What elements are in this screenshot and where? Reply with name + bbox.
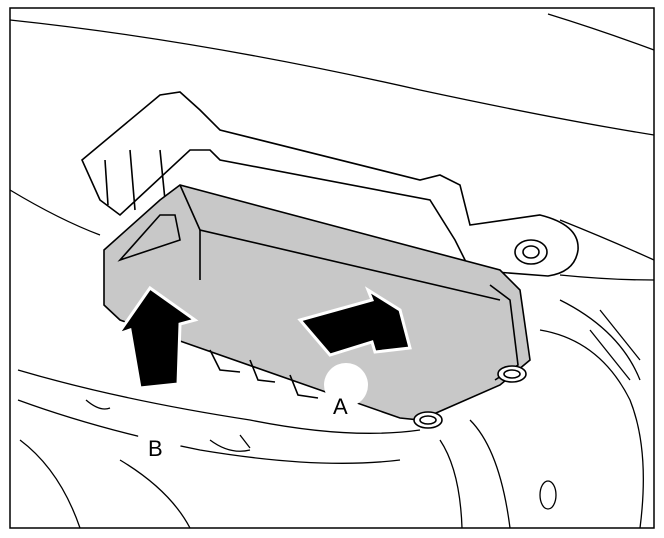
right-panel-edge-2 (559, 274, 655, 281)
bracket-mounting-hole-inner (522, 245, 540, 259)
lower-panel-edge-2 (17, 399, 401, 464)
lower-left-curve-2 (119, 459, 191, 529)
callout-b-label: B (148, 436, 163, 461)
left-panel-edge (9, 189, 101, 236)
upper-right-edge (547, 13, 655, 51)
module-screw-right-inner (503, 369, 521, 379)
module-end-cap (117, 214, 181, 262)
control-module (103, 184, 531, 429)
bracket-tab-right (159, 149, 166, 201)
mounting-bracket (81, 91, 579, 277)
right-rib (599, 309, 641, 361)
background-structure (9, 13, 655, 529)
module-clip-2 (249, 359, 276, 383)
arrow-b-shape (114, 285, 199, 390)
lower-right-curve (469, 419, 511, 529)
module-clip-1 (209, 349, 241, 373)
callout-b-backdrop (138, 416, 182, 460)
lower-right-curve-3 (439, 439, 463, 529)
lower-right-hole (539, 480, 557, 510)
upper-panel-edge (9, 19, 655, 136)
right-housing-curve-2 (559, 299, 641, 381)
right-rib-2 (589, 329, 631, 381)
bracket-tab-left (104, 159, 109, 206)
callout-a-backdrop (324, 363, 368, 407)
module-screw-left-inner (419, 415, 437, 425)
lower-clip-1 (85, 399, 111, 410)
right-housing-curve (539, 329, 644, 529)
lower-clip-3 (239, 434, 251, 449)
callout-a-label: A (333, 394, 348, 419)
bracket-tab-mid (129, 149, 136, 211)
arrow-right-icon (297, 286, 412, 357)
lower-clip-2 (209, 439, 251, 452)
arrow-a-shape (297, 286, 412, 357)
right-panel-edge (559, 219, 655, 261)
lower-panel-edge (17, 369, 421, 434)
module-clip-3 (289, 374, 319, 399)
bracket-body (81, 91, 579, 277)
arrow-up-icon (114, 285, 199, 390)
lower-left-curve (19, 439, 81, 529)
